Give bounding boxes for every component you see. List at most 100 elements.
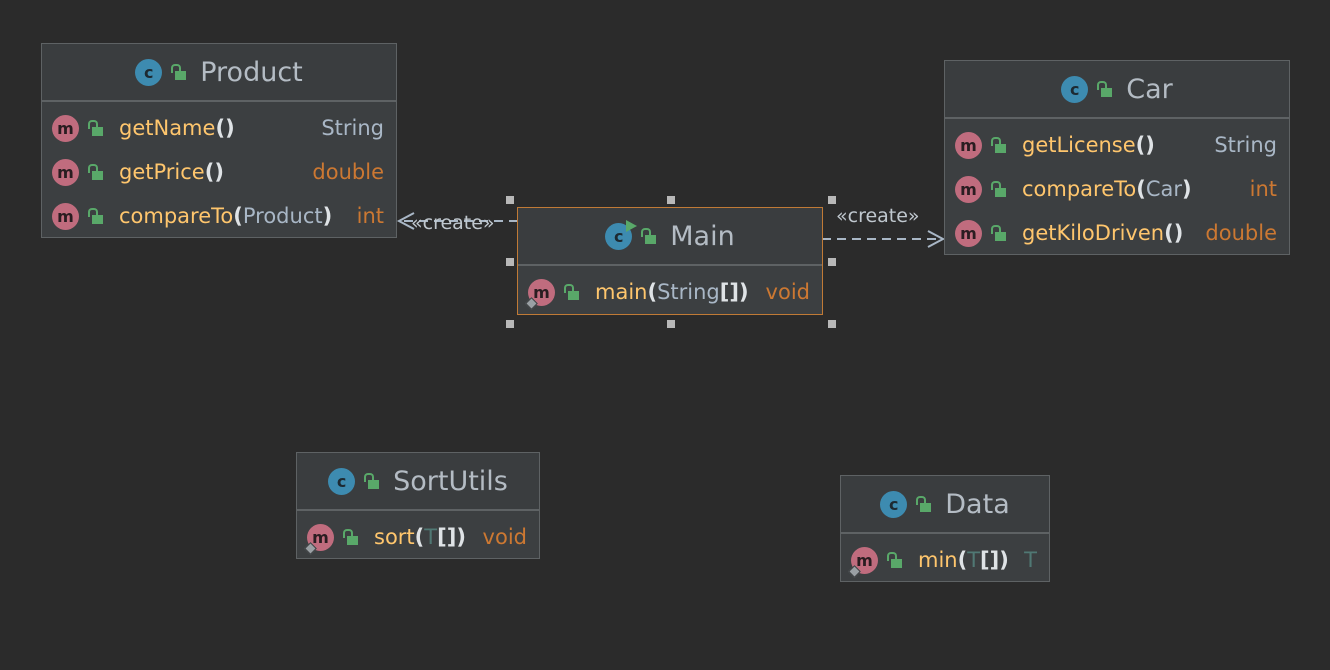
method-icon: m: [525, 278, 555, 310]
paren-close: ): [1173, 221, 1184, 245]
method-row-getname[interactable]: m getName() String: [42, 106, 396, 150]
return-type: String: [321, 116, 384, 140]
paren-close: ): [214, 160, 224, 184]
paren-close: ): [322, 204, 333, 228]
static-icon: [848, 564, 861, 578]
resize-handle-sw[interactable]: [506, 320, 514, 328]
arrowhead-product: [396, 212, 415, 230]
create-label-car: «create»: [836, 205, 920, 227]
class-name: Main: [670, 220, 735, 252]
class-node-car[interactable]: c Car m getLicense() String m compareTo(…: [944, 60, 1290, 255]
return-type: double: [312, 160, 384, 184]
method-name: compareTo: [119, 204, 234, 228]
method-name: compareTo: [1022, 177, 1137, 201]
array-brackets: []: [437, 525, 457, 549]
lock-icon: [88, 208, 103, 224]
lock-icon: [564, 284, 579, 300]
resize-handle-e[interactable]: [828, 258, 836, 266]
static-icon: [304, 541, 317, 555]
class-icon: c: [328, 467, 356, 495]
method-icon: m: [955, 219, 982, 247]
method-list: m getName() String m getPrice() double m…: [42, 102, 396, 242]
method-row-sort[interactable]: m sort(T[]) void: [297, 515, 539, 559]
class-icon: c: [135, 58, 163, 86]
method-icon: m: [955, 175, 982, 203]
method-list: m sort(T[]) void: [297, 511, 539, 563]
paren-open: (: [1135, 133, 1146, 157]
lock-icon: [171, 64, 187, 80]
method-icon: m: [52, 114, 79, 142]
method-icon: m: [848, 546, 878, 578]
create-label-product: «create»: [411, 212, 495, 234]
method-row-min[interactable]: m min(T[]) T: [841, 538, 1049, 582]
class-header: c Car: [945, 61, 1289, 119]
return-type: void: [482, 525, 527, 549]
resize-handle-se[interactable]: [828, 320, 836, 328]
method-name: main: [595, 280, 648, 304]
resize-handle-w[interactable]: [506, 258, 514, 266]
method-name: sort: [374, 525, 415, 549]
paren-close: ): [738, 280, 749, 304]
method-name: getName: [119, 116, 216, 140]
method-row-getlicense[interactable]: m getLicense() String: [945, 123, 1289, 167]
return-type: int: [1249, 177, 1277, 201]
param-type: Car: [1145, 177, 1183, 201]
class-node-data[interactable]: c Data m min(T[]) T: [840, 475, 1050, 582]
method-row-compareto[interactable]: m compareTo(Car) int: [945, 167, 1289, 211]
array-brackets: []: [980, 548, 1000, 572]
class-node-product[interactable]: c Product m getName() String m getPrice(…: [41, 43, 397, 238]
paren-open: (: [215, 116, 226, 140]
class-icon: c: [1061, 75, 1089, 103]
param-type: String: [657, 280, 720, 304]
class-header: c Main: [518, 208, 822, 266]
paren-open: (: [1164, 221, 1174, 245]
class-node-sortutils[interactable]: c SortUtils m sort(T[]) void: [296, 452, 540, 559]
paren-close: ): [225, 116, 235, 140]
lock-icon: [887, 552, 902, 568]
method-row-getkilodriven[interactable]: m getKiloDriven() double: [945, 211, 1289, 255]
class-header: c Product: [42, 44, 396, 102]
return-type: double: [1205, 221, 1277, 245]
method-icon: m: [304, 523, 334, 555]
method-icon: m: [955, 131, 982, 159]
resize-handle-n[interactable]: [667, 196, 675, 204]
class-header: c Data: [841, 476, 1049, 534]
paren-open: (: [233, 204, 243, 228]
paren-open: (: [414, 525, 425, 549]
array-brackets: []: [719, 280, 739, 304]
param-type: T: [967, 548, 981, 572]
param-type: T: [424, 525, 438, 549]
method-name: getKiloDriven: [1022, 221, 1165, 245]
lock-icon: [343, 529, 358, 545]
class-name: Product: [200, 56, 303, 88]
lock-icon: [991, 137, 1006, 153]
run-icon: [626, 219, 638, 232]
class-node-main[interactable]: c Main m main(String[]) void: [517, 207, 823, 315]
class-icon: c: [880, 490, 908, 518]
resize-handle-nw[interactable]: [506, 196, 514, 204]
class-icon: c: [605, 219, 638, 250]
arrowhead-car: [927, 230, 946, 248]
lock-icon: [991, 181, 1006, 197]
method-name: getPrice: [119, 160, 205, 184]
paren-open: (: [204, 160, 215, 184]
method-icon: m: [52, 202, 79, 230]
method-row-main[interactable]: m main(String[]) void: [518, 270, 822, 314]
paren-close: ): [1145, 133, 1155, 157]
paren-close: ): [1182, 177, 1192, 201]
method-row-compareto[interactable]: m compareTo(Product) int: [42, 194, 396, 238]
return-type: T: [1024, 548, 1037, 572]
paren-open: (: [1136, 177, 1146, 201]
paren-close: ): [999, 548, 1009, 572]
resize-handle-s[interactable]: [667, 320, 675, 328]
param-type: Product: [242, 204, 323, 228]
lock-icon: [641, 228, 657, 244]
static-icon: [525, 296, 538, 310]
class-name: SortUtils: [393, 465, 508, 497]
class-name: Data: [945, 488, 1010, 520]
resize-handle-ne[interactable]: [828, 196, 836, 204]
method-row-getprice[interactable]: m getPrice() double: [42, 150, 396, 194]
return-type: void: [765, 280, 810, 304]
method-list: m min(T[]) T: [841, 534, 1049, 586]
class-name: Car: [1126, 73, 1173, 105]
